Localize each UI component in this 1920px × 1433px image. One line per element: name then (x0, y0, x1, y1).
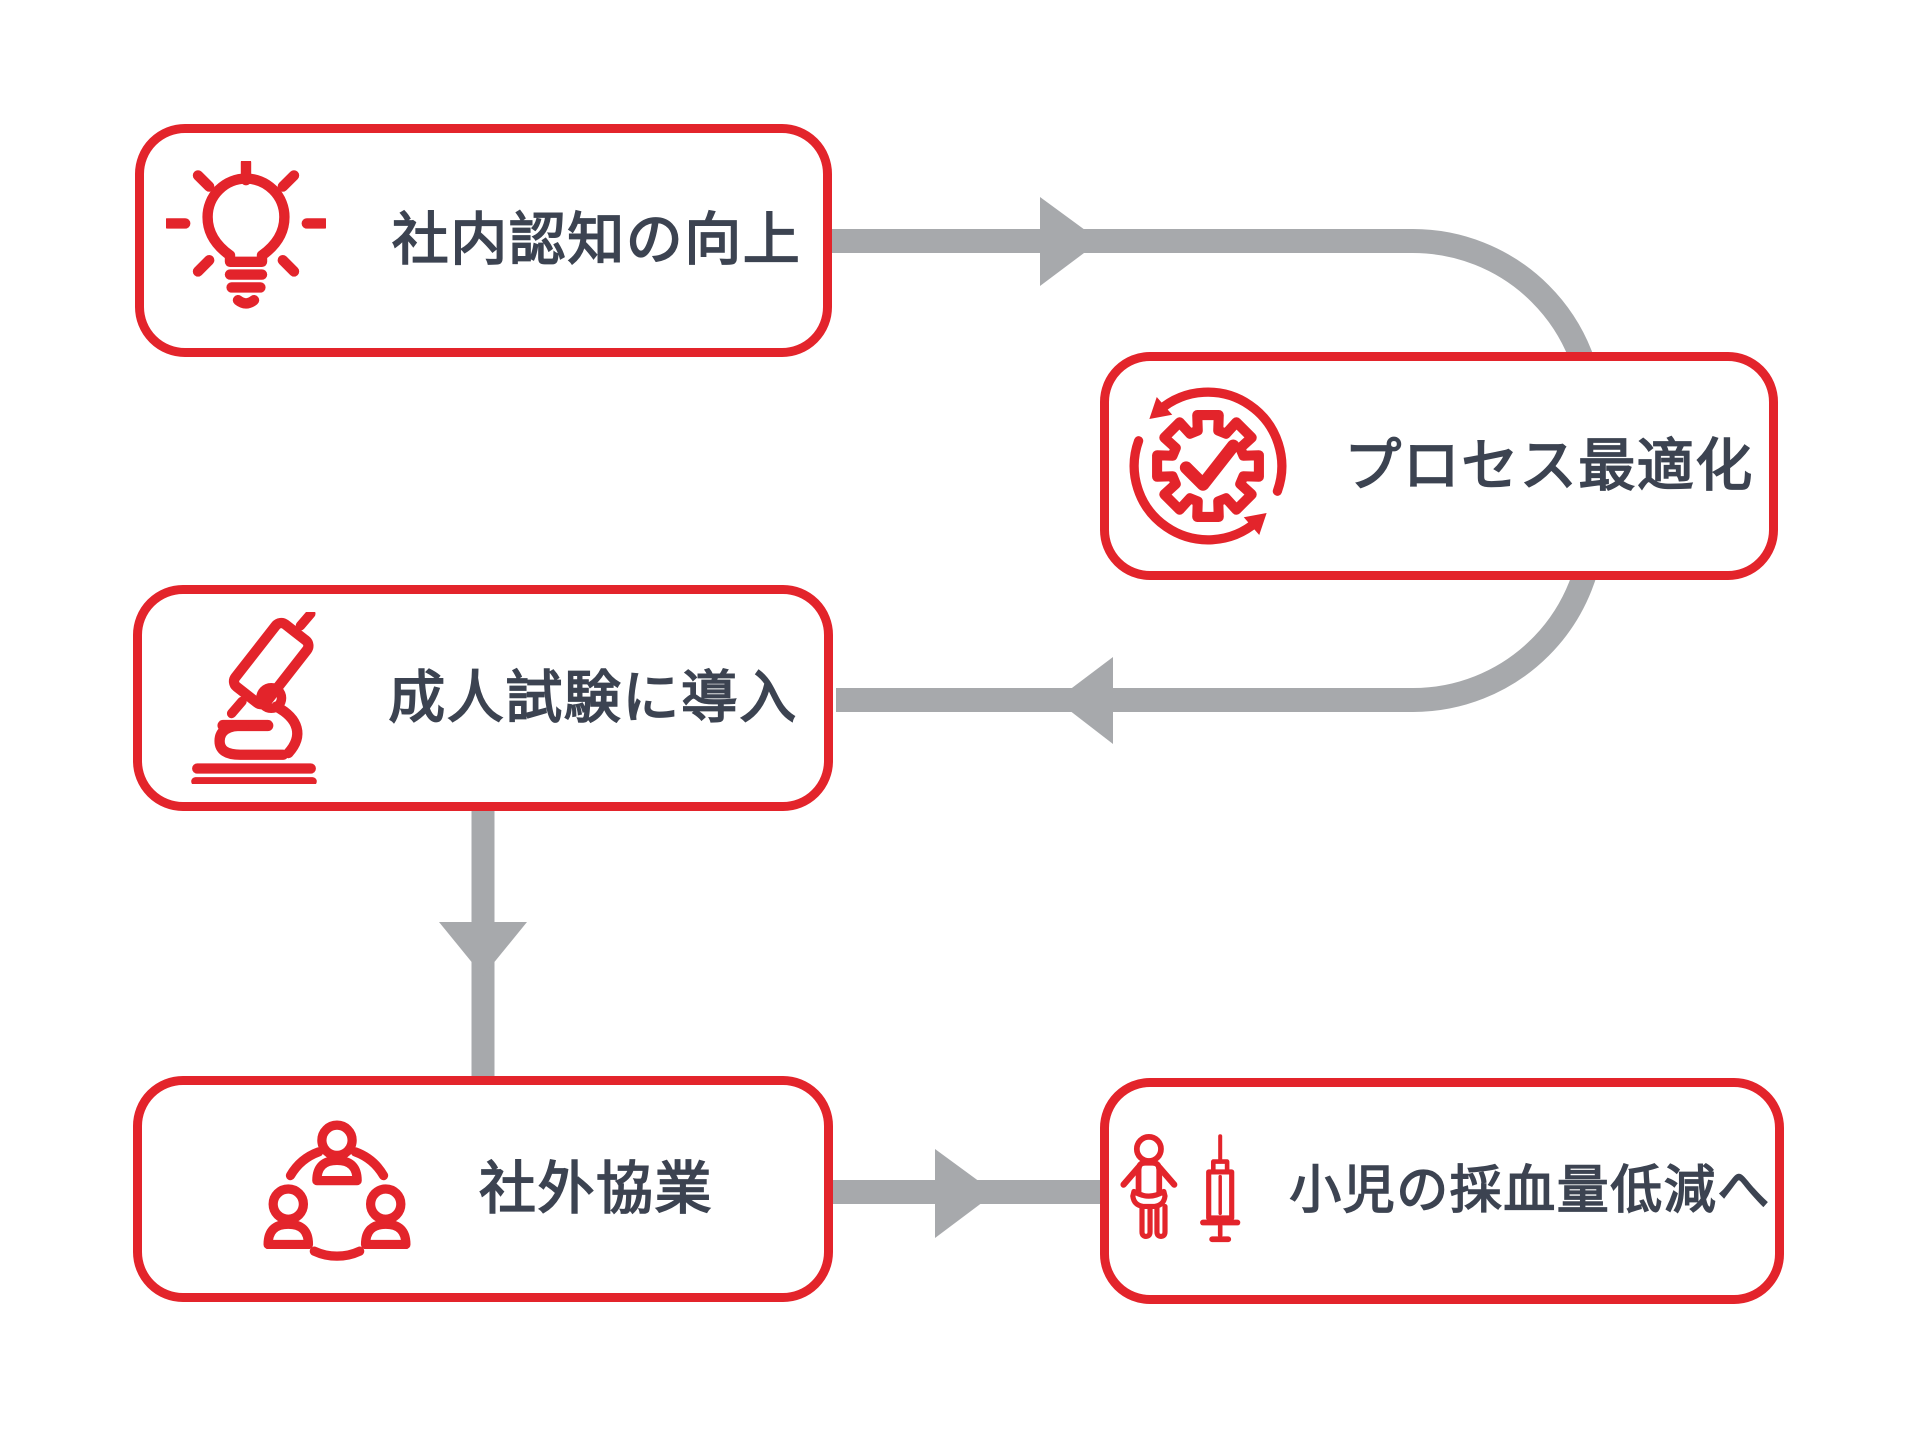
node-adult-trials: 成人試験に導入 (133, 585, 833, 811)
node-external-collaboration: 社外協業 (133, 1076, 833, 1302)
node-label: プロセス最適化 (1344, 433, 1754, 498)
child-syringe-icon (1113, 1133, 1263, 1249)
lightbulb-icon (162, 156, 330, 321)
microscope-icon (168, 608, 340, 786)
arrowhead-right2-icon (935, 1149, 995, 1238)
node-label: 社外協業 (479, 1156, 713, 1221)
process-optimization-icon (1124, 382, 1292, 550)
node-label: 成人試験に導入 (388, 665, 798, 730)
node-internal-awareness: 社内認知の向上 (135, 124, 832, 357)
arrowhead-down-icon (439, 922, 527, 976)
node-pediatric-blood-reduction: 小児の採血量低減へ (1100, 1078, 1784, 1304)
node-process-optimization: プロセス最適化 (1100, 352, 1778, 580)
node-label: 小児の採血量低減へ (1289, 1161, 1771, 1220)
node-label: 社内認知の向上 (391, 208, 802, 273)
arrowhead-right-icon (1040, 197, 1100, 286)
arrowhead-left-icon (1056, 657, 1113, 744)
collaboration-icon (253, 1105, 421, 1273)
